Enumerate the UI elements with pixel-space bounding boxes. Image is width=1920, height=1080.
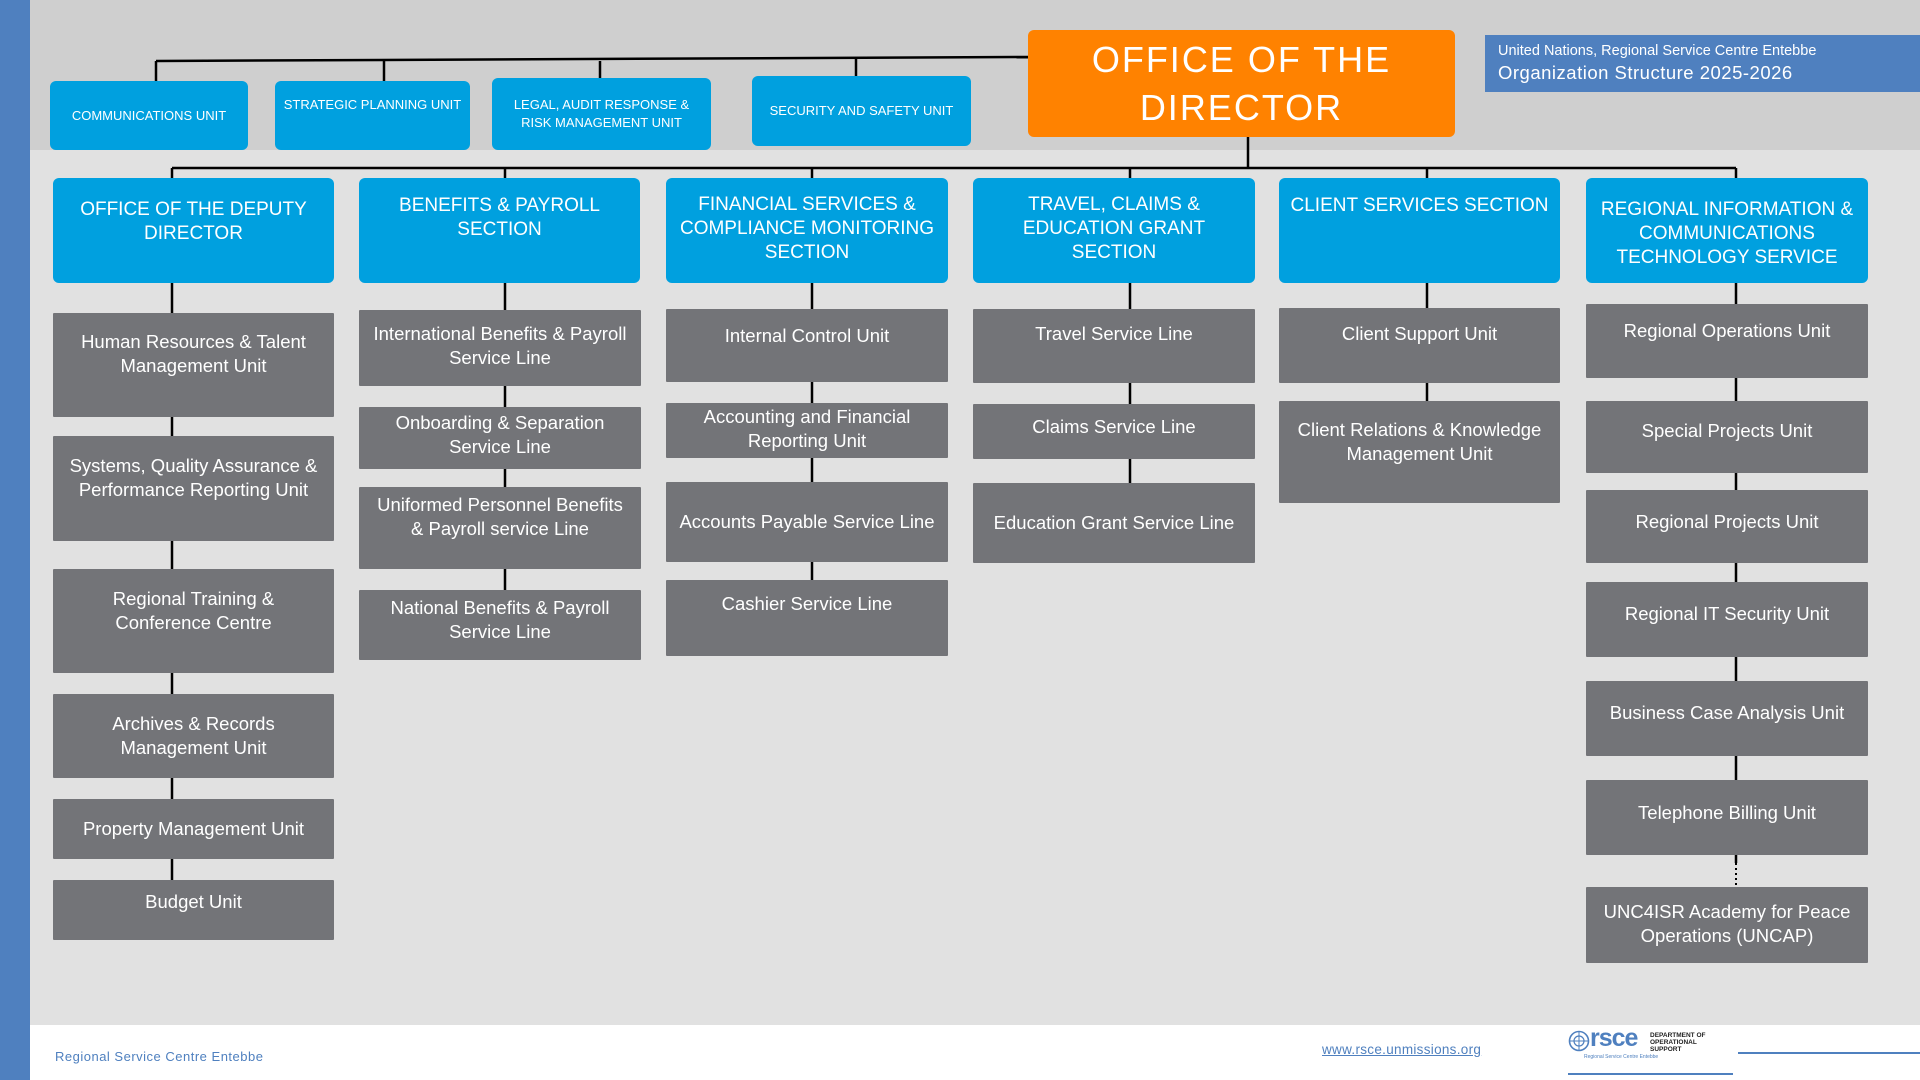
header-title-box: United Nations, Regional Service Centre … (1485, 35, 1920, 92)
section-financial-services: FINANCIAL SERVICES & COMPLIANCE MONITORI… (666, 178, 948, 283)
unit-box: Accounting and Financial Reporting Unit (666, 403, 948, 458)
unit-box: Regional Operations Unit (1586, 304, 1868, 378)
unit-box: Property Management Unit (53, 799, 334, 859)
unit-box: Archives & Records Management Unit (53, 694, 334, 778)
footer-organization-name: Regional Service Centre Entebbe (55, 1049, 264, 1064)
unit-box: International Benefits & Payroll Service… (359, 310, 641, 386)
unit-box: Claims Service Line (973, 404, 1255, 459)
section-client-services: CLIENT SERVICES SECTION (1279, 178, 1560, 283)
section-deputy-director: OFFICE OF THE DEPUTY DIRECTOR (53, 178, 334, 283)
unit-box: Regional IT Security Unit (1586, 582, 1868, 657)
dos-line: DEPARTMENT OF (1650, 1032, 1706, 1039)
unit-box: Onboarding & Separation Service Line (359, 407, 641, 469)
unit-box: Regional Projects Unit (1586, 490, 1868, 563)
unit-box: Business Case Analysis Unit (1586, 681, 1868, 756)
website-link[interactable]: www.rsce.unmissions.org (1322, 1042, 1482, 1057)
section-regional-ict-service: REGIONAL INFORMATION & COMMUNICATIONS TE… (1586, 178, 1868, 283)
rsce-logo: rsce Regional Service Centre Entebbe DEP… (1568, 1024, 1718, 1072)
unit-box: Client Support Unit (1279, 308, 1560, 383)
office-of-the-director-box: OFFICE OF THE DIRECTOR (1028, 30, 1455, 137)
strategic-planning-unit-box: STRATEGIC PLANNING UNIT (275, 81, 470, 150)
section-benefits-payroll: BENEFITS & PAYROLL SECTION (359, 178, 640, 283)
unit-box: Budget Unit (53, 880, 334, 940)
unit-box: Special Projects Unit (1586, 401, 1868, 473)
unit-box: Human Resources & Talent Management Unit (53, 313, 334, 417)
unit-box: Travel Service Line (973, 309, 1255, 383)
un-emblem-icon (1568, 1030, 1590, 1052)
footer-rule (1738, 1052, 1920, 1054)
structure-title: Organization Structure 2025-2026 (1498, 62, 1793, 83)
organization-name: United Nations, Regional Service Centre … (1498, 43, 1817, 59)
unit-box: Systems, Quality Assurance & Performance… (53, 436, 334, 541)
dos-label: DEPARTMENT OF OPERATIONAL SUPPORT (1650, 1032, 1706, 1053)
unit-box: National Benefits & Payroll Service Line (359, 590, 641, 660)
unit-box: Accounts Payable Service Line (666, 482, 948, 562)
security-safety-unit-box: SECURITY AND SAFETY UNIT (752, 76, 971, 146)
dos-line: SUPPORT (1650, 1046, 1682, 1053)
unit-box: UNC4ISR Academy for Peace Operations (UN… (1586, 887, 1868, 963)
section-travel-claims-education: TRAVEL, CLAIMS & EDUCATION GRANT SECTION (973, 178, 1255, 283)
unit-box: Telephone Billing Unit (1586, 780, 1868, 855)
unit-box: Cashier Service Line (666, 580, 948, 656)
legal-audit-risk-unit-box: LEGAL, AUDIT RESPONSE & RISK MANAGEMENT … (492, 78, 711, 150)
unit-box: Regional Training & Conference Centre (53, 569, 334, 673)
dos-line: OPERATIONAL (1650, 1039, 1697, 1046)
unit-box: Client Relations & Knowledge Management … (1279, 401, 1560, 503)
unit-box: Education Grant Service Line (973, 483, 1255, 563)
unit-box: Internal Control Unit (666, 309, 948, 382)
footer-band (30, 1025, 1920, 1080)
footer-rule (1568, 1073, 1733, 1075)
rsce-subtext: Regional Service Centre Entebbe (1584, 1054, 1659, 1060)
unit-box: Uniformed Personnel Benefits & Payroll s… (359, 487, 641, 569)
communications-unit-box: COMMUNICATIONS UNIT (50, 81, 248, 150)
left-accent-bar (0, 0, 30, 1080)
rsce-wordmark: rsce (1590, 1024, 1638, 1052)
